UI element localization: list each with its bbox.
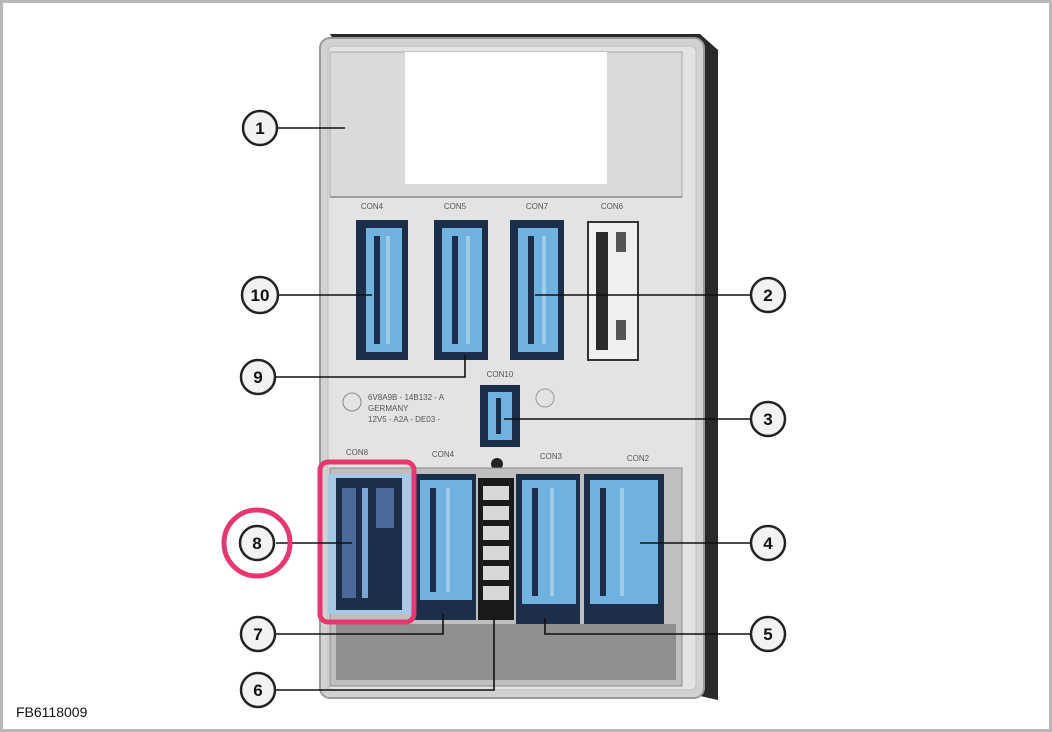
- callout-9: 9: [239, 358, 277, 396]
- svg-text:3: 3: [763, 410, 772, 429]
- bottom-connector-label: CON2: [627, 454, 650, 463]
- callout-6: 6: [239, 671, 277, 709]
- top-connector-label: CON6: [601, 202, 624, 211]
- callout-highlight-ring: [221, 507, 293, 579]
- top-connector-label: CON5: [444, 202, 467, 211]
- recycle-mark-icon: [535, 388, 555, 408]
- top-connector-label: CON7: [526, 202, 549, 211]
- connector-top-4-empty: [587, 221, 639, 361]
- callout-10: 10: [240, 275, 280, 315]
- middle-connector-label: CON10: [487, 370, 514, 379]
- connector-bottom-4: [584, 474, 664, 624]
- module-text-line: 6V8A9B - 14B132 - A: [368, 393, 445, 402]
- svg-text:4: 4: [763, 534, 773, 553]
- svg-text:2: 2: [763, 286, 772, 305]
- connector-top-2: [434, 220, 488, 360]
- figure-id: FB6118009: [16, 704, 88, 720]
- callout-2: 2: [749, 276, 787, 314]
- module-text-line: 12V5 - A2A - DE03 -: [368, 415, 440, 424]
- bottom-connector-label: CON4: [432, 450, 455, 459]
- connector-bottom-3: [516, 474, 580, 624]
- svg-text:9: 9: [253, 368, 262, 387]
- certification-mark-icon: [342, 392, 362, 412]
- svg-text:6: 6: [253, 681, 262, 700]
- module-text-line: GERMANY: [368, 404, 409, 413]
- top-connector-label: CON4: [361, 202, 384, 211]
- connector-middle: [480, 385, 520, 447]
- svg-text:5: 5: [763, 625, 772, 644]
- connector-bottom-2: [414, 474, 476, 620]
- connector-bottom-1-highlighted: [328, 474, 412, 614]
- svg-text:7: 7: [253, 625, 262, 644]
- bottom-connector-label: CON8: [346, 448, 369, 457]
- label-sticker: [405, 52, 607, 184]
- connector-top-3: [510, 220, 564, 360]
- highlight-box: [317, 459, 417, 625]
- bottom-connector-label: CON3: [540, 452, 563, 461]
- callout-4: 4: [749, 524, 787, 562]
- callout-5: 5: [749, 615, 787, 653]
- connector-top-1: [356, 220, 408, 360]
- fuse-strip: [478, 478, 514, 620]
- callout-1: 1: [241, 109, 279, 147]
- svg-text:1: 1: [255, 119, 264, 138]
- callout-8: 8: [238, 524, 276, 562]
- leader-lines: [276, 127, 752, 691]
- svg-text:8: 8: [252, 534, 261, 553]
- callout-7: 7: [239, 615, 277, 653]
- mounting-screw: [491, 458, 503, 470]
- callout-3: 3: [749, 400, 787, 438]
- svg-text:10: 10: [251, 286, 270, 305]
